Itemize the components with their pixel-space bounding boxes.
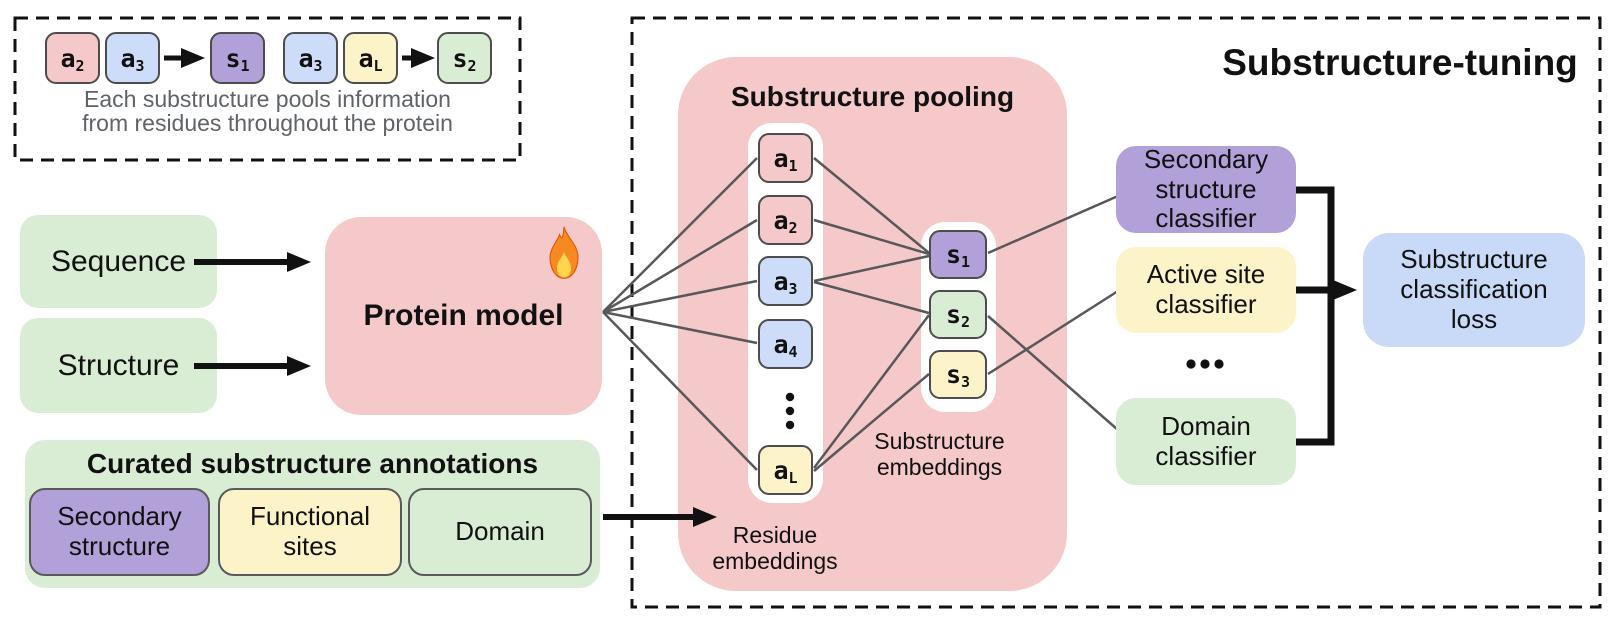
token-sub: 3 <box>313 56 323 75</box>
token-sub: 2 <box>788 218 798 237</box>
loss-box: Substructure classification loss <box>1363 233 1585 347</box>
loss-label: Substructure classification loss <box>1400 244 1548 334</box>
token-sub: 3 <box>788 279 798 298</box>
horizontal-ellipsis-icon <box>1186 359 1224 369</box>
annotation-label: Functional sites <box>250 501 370 561</box>
substructure-embeddings-label: Substructure embeddings <box>874 428 1005 480</box>
token-sub: L <box>373 56 383 75</box>
classifier-active-site: Active site classifier <box>1116 247 1296 333</box>
classifier-bracket <box>1295 186 1335 446</box>
classifier-secondary-structure: Secondary structure classifier <box>1116 144 1296 234</box>
residue-to-substructure-lines <box>813 157 930 472</box>
legend-caption-line2: from residues throughout the protein <box>82 110 453 136</box>
structure-box: Structure <box>20 318 217 413</box>
token-sub: 4 <box>788 342 798 361</box>
substructure-to-classifier-lines <box>987 194 1119 431</box>
token-base: s <box>225 43 241 73</box>
token-base: a <box>358 43 374 73</box>
protein-model-label: Protein model <box>363 299 564 332</box>
legend-caption: Each substructure pools information from… <box>15 87 520 135</box>
legend-caption-line1: Each substructure pools information <box>84 86 451 112</box>
token-base: a <box>773 329 789 359</box>
annotation-label: Secondary structure <box>57 501 182 561</box>
token-base: a <box>773 143 789 173</box>
token-base: s <box>452 43 468 73</box>
token-base: a <box>60 43 76 73</box>
residue-column <box>748 123 823 503</box>
classifier-label: Domain classifier <box>1155 410 1257 471</box>
vertical-ellipsis-icon <box>785 392 795 430</box>
token-sub: 2 <box>75 56 85 75</box>
substructure-pooling-title: Substructure pooling <box>730 81 1015 112</box>
legend-dashed-frame <box>13 16 522 162</box>
token-base: a <box>773 266 789 296</box>
token-sub: 3 <box>135 56 145 75</box>
token-base: s <box>945 240 962 269</box>
token-base: a <box>298 43 314 73</box>
token-sub: 3 <box>961 373 971 391</box>
classifier-domain: Domain classifier <box>1116 398 1296 485</box>
substructure-tuning-dashed-frame <box>630 16 1602 609</box>
model-to-residue-lines <box>602 157 758 471</box>
annotation-label: Domain <box>455 516 545 547</box>
token-base: a <box>773 205 789 235</box>
fire-icon <box>549 226 579 279</box>
token-base: s <box>945 300 962 329</box>
residue-embeddings-label: Residue embeddings <box>712 522 838 574</box>
token-base: a <box>773 455 789 485</box>
token-sub: L <box>788 468 798 487</box>
annotation-domain: Domain <box>408 488 592 576</box>
token-base: s <box>945 360 962 389</box>
annotation-functional-sites: Functional sites <box>218 488 402 576</box>
structure-label: Structure <box>57 348 180 382</box>
substructure-pooling-box: Substructure pooling Residue embeddings … <box>678 57 1067 591</box>
classifier-label: Secondary structure classifier <box>1143 144 1269 234</box>
token-base: a <box>120 43 136 73</box>
classifier-label: Active site classifier <box>1146 259 1266 319</box>
protein-model-box: Protein model <box>325 217 602 415</box>
sequence-label: Sequence <box>50 244 187 278</box>
token-sub: 1 <box>961 253 971 271</box>
token-sub: 1 <box>240 56 250 75</box>
annotation-secondary-structure: Secondary structure <box>29 488 210 576</box>
substructure-tuning-title: Substructure-tuning <box>1222 42 1578 83</box>
curated-annotations-title: Curated substructure annotations <box>86 448 539 479</box>
flow-arrows <box>164 48 1357 527</box>
sequence-box: Sequence <box>20 215 217 308</box>
token-sub: 2 <box>961 313 971 331</box>
token-sub: 1 <box>788 156 798 175</box>
token-sub: 2 <box>467 56 477 75</box>
